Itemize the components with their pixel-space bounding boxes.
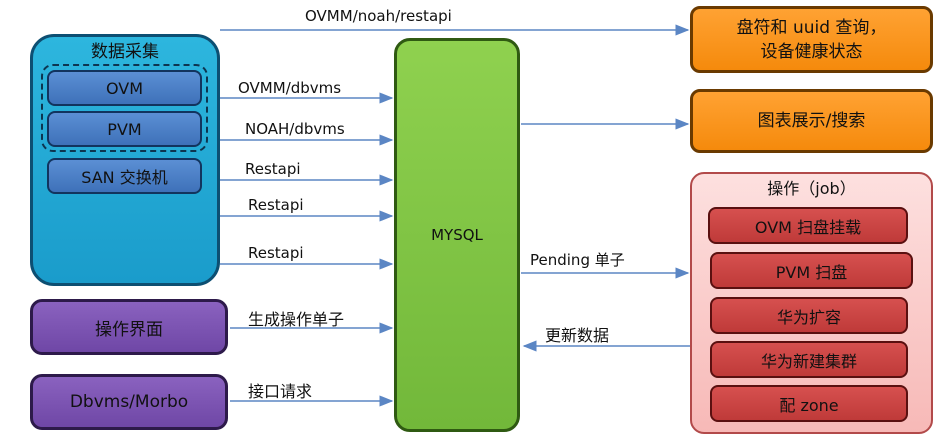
- disk-query-node: 盘符和 uuid 查询， 设备健康状态: [690, 6, 933, 73]
- operations-title: 操作（job）: [767, 179, 856, 198]
- label-pending-ticket: Pending 单子: [530, 251, 625, 269]
- job-huawei-expand: 华为扩容: [710, 297, 908, 334]
- ovm-pvm-dashed-group: [41, 64, 208, 152]
- label-restapi-3: Restapi: [248, 244, 304, 262]
- label-ovmm-noah-restapi: OVMM/noah/restapi: [305, 7, 452, 25]
- operation-ui-node: 操作界面: [30, 299, 228, 355]
- san-switch-node: SAN 交换机: [47, 158, 202, 194]
- label-noah-dbvms: NOAH/dbvms: [245, 120, 345, 138]
- label-update-data: 更新数据: [545, 326, 610, 345]
- ovm-node: OVM: [47, 70, 202, 106]
- job-huawei-new-cluster: 华为新建集群: [710, 341, 908, 378]
- job-ovm-scan-mount: OVM 扫盘挂载: [708, 207, 908, 244]
- label-api-request: 接口请求: [248, 382, 313, 401]
- disk-query-line2: 设备健康状态: [760, 41, 863, 62]
- label-restapi-1: Restapi: [245, 160, 301, 178]
- chart-search-node: 图表展示/搜索: [690, 89, 933, 153]
- data-collection-title: 数据采集: [91, 42, 159, 62]
- disk-query-line1: 盘符和 uuid 查询，: [736, 17, 887, 38]
- job-pvm-scan: PVM 扫盘: [710, 252, 913, 289]
- label-restapi-2: Restapi: [248, 196, 304, 214]
- pvm-node: PVM: [47, 111, 202, 147]
- label-generate-ticket: 生成操作单子: [248, 310, 345, 329]
- job-config-zone: 配 zone: [710, 385, 908, 422]
- label-ovmm-dbvms: OVMM/dbvms: [238, 79, 342, 97]
- mysql-node: MYSQL: [394, 38, 520, 432]
- dbvms-morbo-node: Dbvms/Morbo: [30, 374, 228, 430]
